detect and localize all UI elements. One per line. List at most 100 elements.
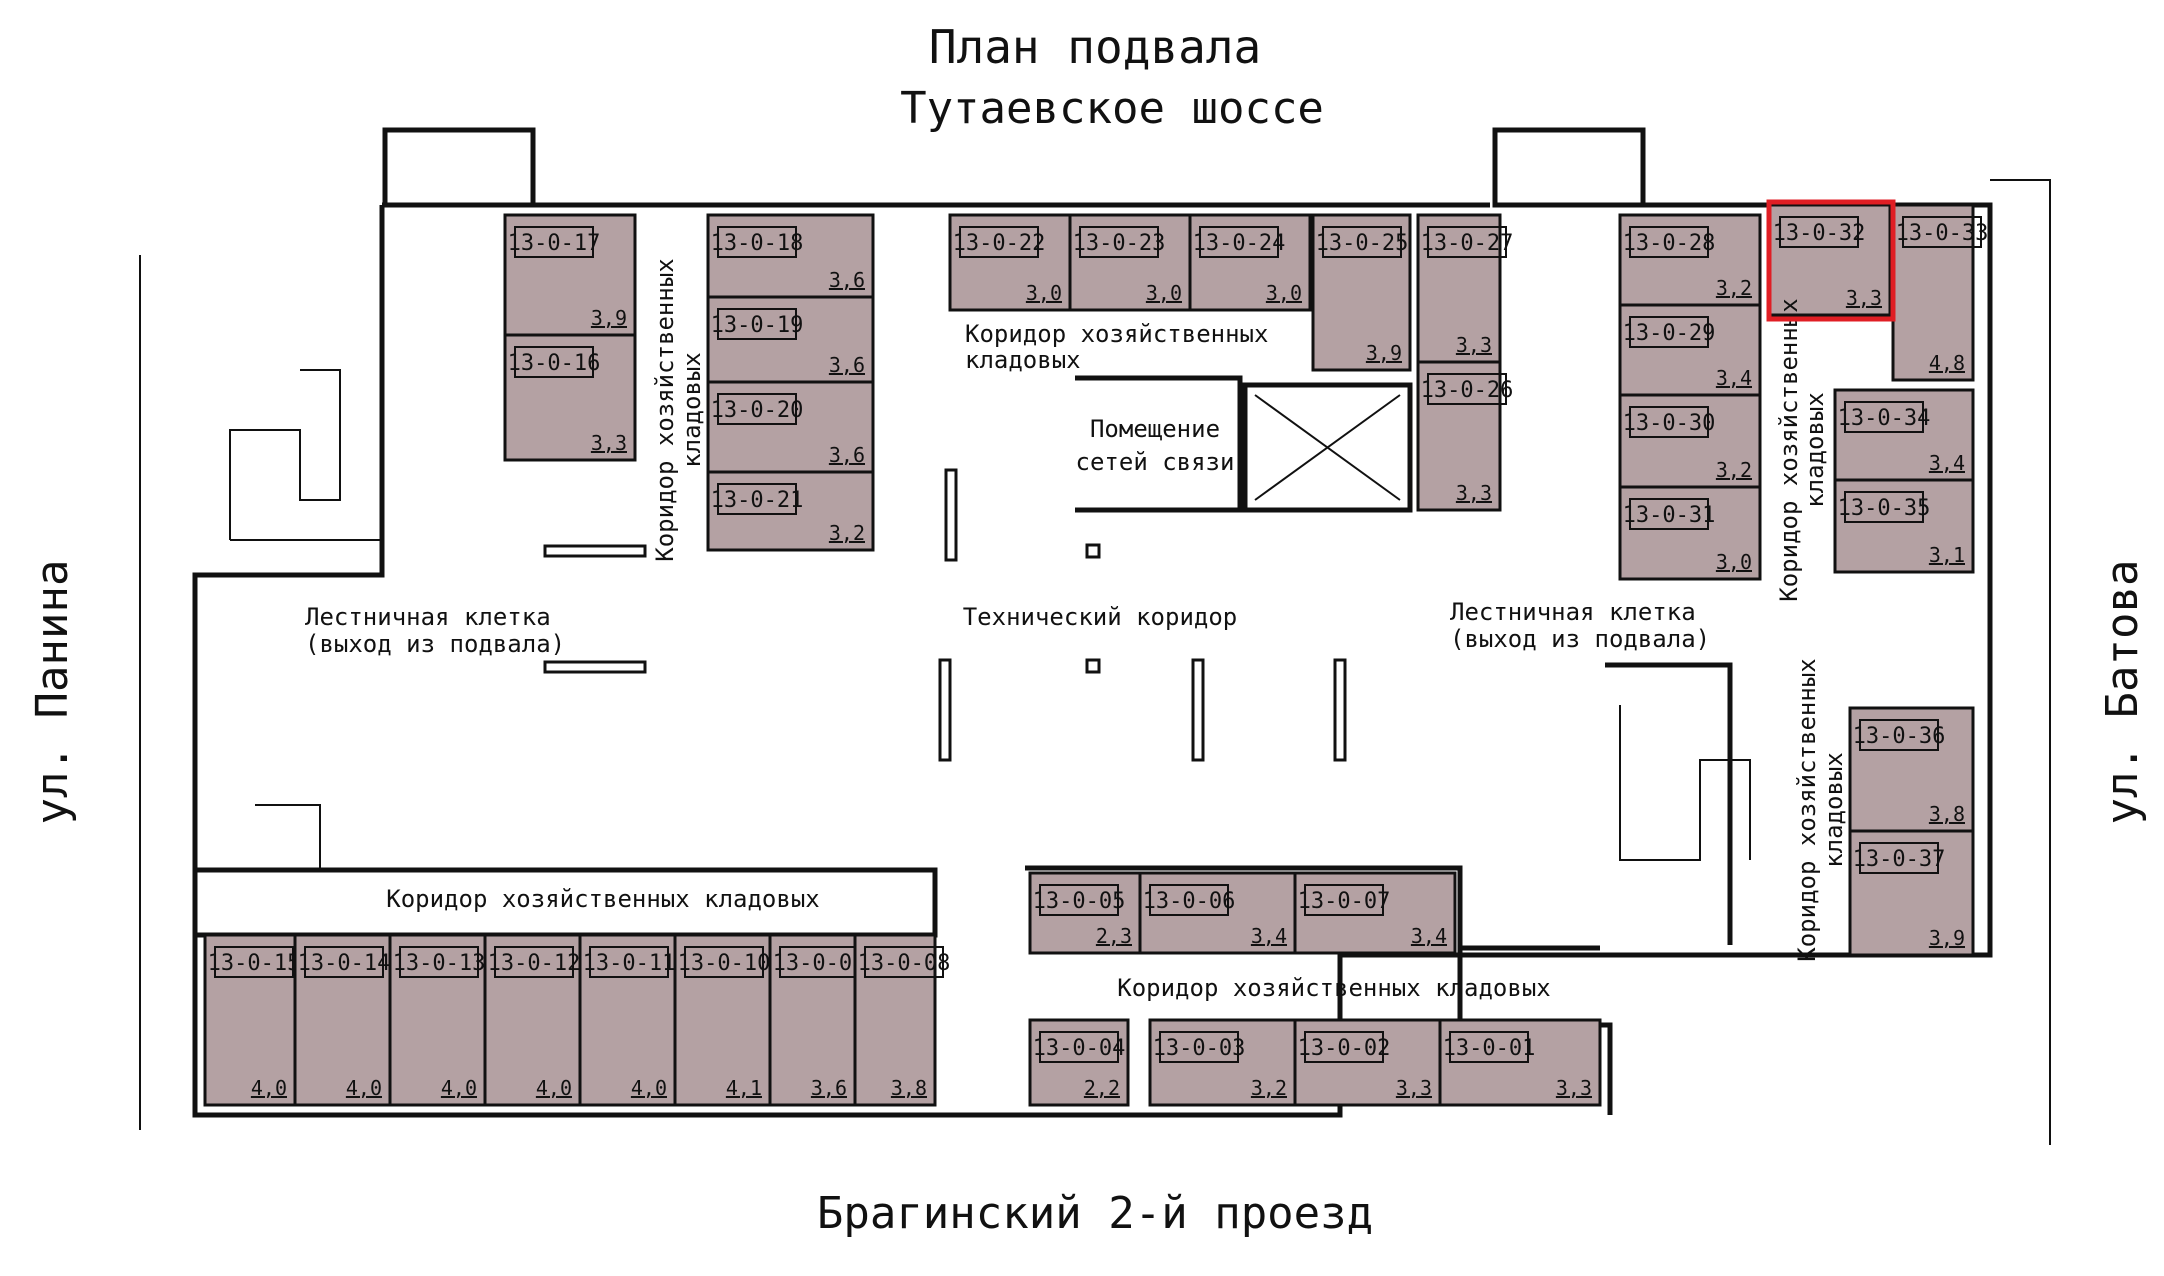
- room-area: 4,8: [1929, 351, 1965, 375]
- corridor-top-label-1: Коридор хозяйственных: [965, 320, 1268, 348]
- storage-room-13-0-06[interactable]: 13-0-063,4: [1138, 871, 1297, 955]
- room-code-box: [514, 226, 594, 258]
- room-code-box: [494, 946, 574, 978]
- storage-room-13-0-29[interactable]: 13-0-293,4: [1618, 303, 1762, 397]
- room-code-box: [959, 226, 1039, 258]
- room-code-box: [1779, 216, 1859, 248]
- room-fill: [1028, 871, 1142, 955]
- room-fill: [1848, 706, 1975, 833]
- room-code: 13-0-24: [1193, 231, 1286, 256]
- room-code: 13-0-35: [1838, 496, 1931, 521]
- room-code: 13-0-27: [1421, 231, 1514, 256]
- room-code-box: [589, 946, 669, 978]
- storage-room-13-0-15[interactable]: 13-0-154,0: [203, 933, 300, 1107]
- storage-room-13-0-34[interactable]: 13-0-343,4: [1833, 388, 1975, 482]
- room-code: 13-0-01: [1443, 1036, 1536, 1061]
- room-area: 3,0: [1146, 281, 1182, 305]
- storage-room-13-0-11[interactable]: 13-0-11 4,0: [578, 933, 677, 1107]
- room-area: 3,2: [1716, 276, 1752, 300]
- storage-room-13-0-19[interactable]: 13-0-19 3,6: [706, 295, 875, 384]
- storage-room-13-0-36[interactable]: 13-0-363,8: [1848, 706, 1975, 833]
- storage-room-13-0-24[interactable]: 13-0-243,0: [1188, 213, 1312, 312]
- storage-room-13-0-28[interactable]: 13-0-283,2: [1618, 213, 1762, 307]
- room-code-box: [1039, 1031, 1119, 1063]
- room-code: 13-0-06: [1143, 889, 1236, 914]
- storage-room-13-0-26[interactable]: 13-0-263,3: [1416, 360, 1514, 512]
- room-code: 13-0-16: [508, 351, 601, 376]
- storage-room-13-0-02[interactable]: 13-0-023,3: [1293, 1018, 1442, 1107]
- room-area: 4,0: [536, 1076, 572, 1100]
- storage-room-13-0-13[interactable]: 13-0-134,0: [388, 933, 487, 1107]
- room-area: 3,2: [1251, 1076, 1287, 1100]
- room-area: 3,0: [1716, 550, 1752, 574]
- storage-room-13-0-07[interactable]: 13-0-073,4: [1293, 871, 1457, 955]
- storage-room-13-0-18[interactable]: 13-0-183,6: [706, 213, 875, 299]
- room-fill: [1311, 213, 1412, 372]
- room-code: 13-0-26: [1421, 378, 1514, 403]
- corridor-vertical-left-label-1: Коридор хозяйственных: [651, 258, 679, 561]
- storage-room-13-0-01[interactable]: 13-0-013,3: [1438, 1018, 1602, 1107]
- room-area: 3,6: [811, 1076, 847, 1100]
- room-code: 13-0-05: [1033, 889, 1126, 914]
- room-fill: [1416, 360, 1502, 512]
- room-code: 13-0-19: [711, 313, 804, 338]
- room-code-box: [1427, 373, 1507, 405]
- storage-room-13-0-21[interactable]: 13-0-213,2: [706, 470, 875, 552]
- room-fill: [503, 213, 637, 337]
- storage-room-13-0-37[interactable]: 13-0-373,9: [1848, 829, 1975, 957]
- room-code-box: [717, 393, 797, 425]
- room-area: 3,8: [1929, 802, 1965, 826]
- room-area: 3,2: [1716, 458, 1752, 482]
- room-code: 13-0-31: [1623, 503, 1716, 528]
- room-area: 3,3: [1396, 1076, 1432, 1100]
- storage-room-13-0-33[interactable]: 13-0-334,8: [1891, 203, 1988, 382]
- storage-room-13-0-09[interactable]: 13-0-093,6: [768, 933, 865, 1107]
- room-area: 3,4: [1929, 451, 1965, 475]
- storage-room-13-0-16[interactable]: 13-0-163,3: [503, 333, 637, 462]
- room-area: 3,9: [1366, 341, 1402, 365]
- room-code-box: [514, 346, 594, 378]
- storage-room-13-0-35[interactable]: 13-0-353,1: [1833, 478, 1975, 574]
- storage-room-13-0-08[interactable]: 13-0-083,8: [853, 933, 951, 1107]
- room-code: 13-0-08: [858, 951, 951, 976]
- storage-room-13-0-04[interactable]: 13-0-042,2: [1028, 1018, 1130, 1107]
- storage-room-13-0-12[interactable]: 13-0-12 4,0: [483, 933, 582, 1107]
- storage-room-13-0-23[interactable]: 13-0-233,0: [1068, 213, 1192, 312]
- room-code: 13-0-21: [711, 488, 804, 513]
- room-fill: [203, 933, 297, 1107]
- storage-room-13-0-22[interactable]: 13-0-223,0: [948, 213, 1072, 312]
- room-code-box: [1079, 226, 1159, 258]
- storage-room-13-0-20[interactable]: 13-0-203,6: [706, 380, 875, 474]
- room-code: 13-0-14: [298, 951, 391, 976]
- room-area: 3,9: [591, 306, 627, 330]
- room-fill: [768, 933, 857, 1107]
- storage-room-13-0-05[interactable]: 13-0-052,3: [1028, 871, 1142, 955]
- room-code: 13-0-12: [488, 951, 581, 976]
- room-area: 4,0: [251, 1076, 287, 1100]
- room-code-box: [1902, 216, 1982, 248]
- storage-room-13-0-14[interactable]: 13-0-144,0: [293, 933, 392, 1107]
- room-code-box: [1844, 491, 1924, 523]
- storage-room-13-0-27[interactable]: 13-0-273,3: [1416, 213, 1514, 364]
- storage-room-13-0-17[interactable]: 13-0-173,9: [503, 213, 637, 337]
- room-code-box: [1629, 226, 1709, 258]
- storage-room-13-0-25[interactable]: 13-0-253,9: [1311, 213, 1412, 372]
- room-fill: [1833, 478, 1975, 574]
- storage-room-13-0-31[interactable]: 13-0-313,0: [1618, 485, 1762, 581]
- room-code: 13-0-07: [1298, 889, 1391, 914]
- stair-left-label-1: Лестничная клетка: [305, 603, 551, 631]
- corridor-vertical-right-label-1: Коридор хозяйственных: [1775, 298, 1803, 601]
- room-code: 13-0-04: [1033, 1036, 1126, 1061]
- tech-corridor-label: Технический коридор: [963, 603, 1238, 631]
- storage-room-13-0-10[interactable]: 13-0-104,1: [673, 933, 772, 1107]
- selected-room-highlight: [1766, 199, 1896, 322]
- storage-room-13-0-30[interactable]: 13-0-303,2: [1618, 393, 1762, 489]
- room-area: 4,0: [631, 1076, 667, 1100]
- room-area: 3,6: [829, 353, 865, 377]
- room-code: 13-0-29: [1623, 321, 1716, 346]
- room-code: 13-0-11: [583, 951, 676, 976]
- room-fill: [1891, 203, 1975, 382]
- street-bottom: Брагинский 2-й проезд: [817, 1188, 1373, 1239]
- storage-room-13-0-03[interactable]: 13-0-033,2: [1148, 1018, 1297, 1107]
